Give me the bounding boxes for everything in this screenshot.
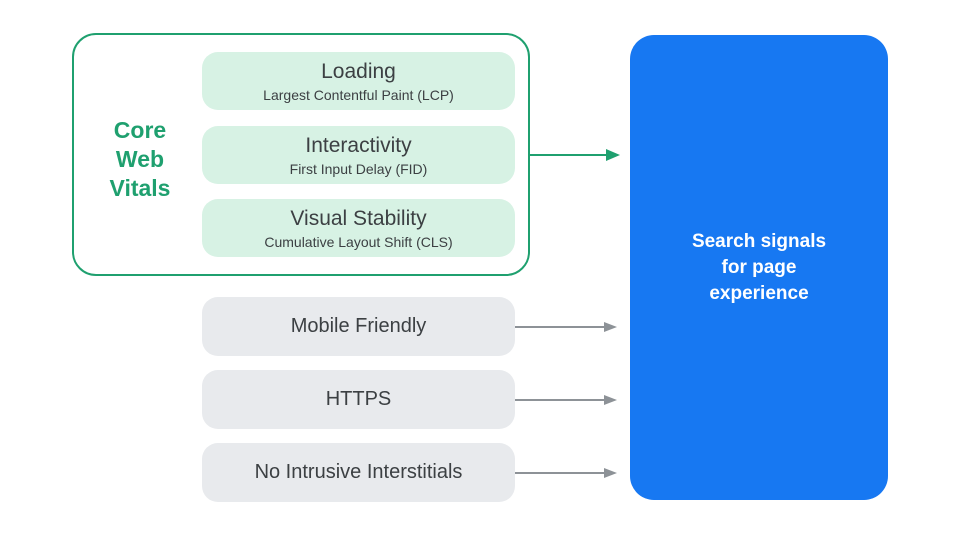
pill-interactivity: Interactivity First Input Delay (FID): [202, 126, 515, 184]
search-signals-label: Search signals for page experience: [692, 229, 826, 307]
core-web-vitals-label: Core Web Vitals: [92, 116, 188, 203]
pill-mobile-friendly-label: Mobile Friendly: [290, 315, 427, 337]
search-signals-label-line: experience: [709, 282, 809, 304]
search-signals-label-line: for page: [721, 256, 797, 278]
arrow-https-line: [515, 399, 606, 401]
pill-interactivity-title: Interactivity: [305, 133, 412, 157]
core-web-vitals-group: [72, 33, 530, 276]
arrow-no-intrusive-interstitials-line: [515, 472, 606, 474]
arrow-mobile-friendly-line: [515, 326, 606, 328]
arrow-core-web-vitals-head: [606, 149, 620, 161]
search-signals-label-line: Search signals: [691, 230, 827, 252]
pill-interactivity-subtitle: First Input Delay (FID): [289, 160, 428, 177]
pill-mobile-friendly: Mobile Friendly: [202, 297, 515, 356]
pill-loading-subtitle: Largest Contentful Paint (LCP): [263, 86, 454, 103]
arrow-mobile-friendly-head: [604, 322, 617, 332]
search-signals-box: Search signals for page experience: [630, 35, 888, 500]
core-web-vitals-label-line: Core: [113, 117, 167, 143]
core-web-vitals-label-line: Web: [115, 146, 165, 172]
pill-visual-stability-title: Visual Stability: [290, 206, 427, 230]
pill-no-intrusive-interstitials-label: No Intrusive Interstitials: [254, 461, 463, 483]
pill-no-intrusive-interstitials: No Intrusive Interstitials: [202, 443, 515, 502]
pill-https-label: HTTPS: [325, 388, 392, 410]
pill-visual-stability: Visual Stability Cumulative Layout Shift…: [202, 199, 515, 257]
pill-loading: Loading Largest Contentful Paint (LCP): [202, 52, 515, 110]
arrow-no-intrusive-interstitials-head: [604, 468, 617, 478]
core-web-vitals-label-line: Vitals: [109, 175, 171, 201]
pill-loading-title: Loading: [321, 59, 396, 83]
arrow-core-web-vitals-line: [530, 154, 608, 156]
pill-https: HTTPS: [202, 370, 515, 429]
pill-visual-stability-subtitle: Cumulative Layout Shift (CLS): [264, 233, 453, 250]
arrow-https-head: [604, 395, 617, 405]
